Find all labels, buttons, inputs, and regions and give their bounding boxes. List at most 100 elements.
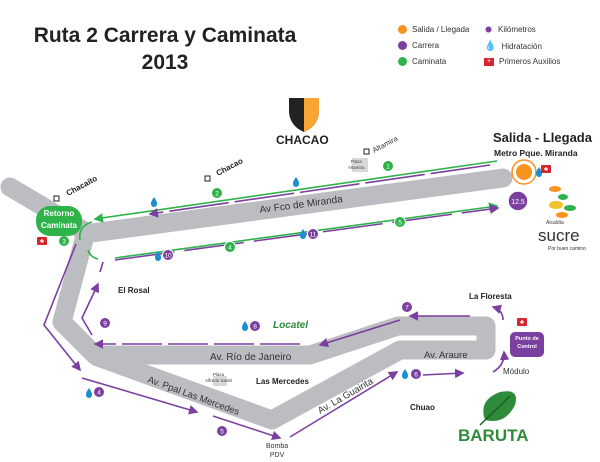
km-label: 9 — [103, 321, 107, 328]
title-line1: Ruta 2 Carrera y Caminata — [33, 24, 297, 47]
km-label: 5 — [398, 220, 402, 227]
legend-label: Kilómetros — [498, 25, 536, 34]
legend-caminata: Caminata — [398, 57, 446, 66]
first-aid-icon — [541, 165, 551, 173]
legend-label: Caminata — [412, 57, 447, 66]
caminata-route — [78, 160, 499, 260]
water-drop-icon — [85, 388, 93, 398]
first-aid-icon: + — [484, 57, 494, 66]
water-drop-icon — [150, 197, 158, 207]
km-marker-purple-8: 8 — [249, 320, 261, 332]
km-label: 2 — [215, 191, 219, 198]
carrera-route — [43, 164, 510, 441]
water-drop-icon — [535, 167, 543, 177]
water-drop-icon — [241, 321, 249, 331]
km-marker-purple-4: 4 — [93, 386, 105, 398]
km-marker-purple-6: 6 — [410, 368, 422, 380]
street-rio: Av. Río de Janeiro — [210, 352, 292, 363]
km-markers: 1 2 3 4 5 10 11 9 8 7 6 5 4 — [58, 160, 422, 437]
start-subtitle: Metro Pque. Miranda — [494, 148, 578, 158]
km-label: 4 — [228, 245, 232, 252]
place-modulo: Módulo — [503, 367, 530, 376]
water-drop-icon: 💧 — [484, 41, 497, 52]
legend-label: Salida / Llegada — [412, 25, 470, 34]
km-label: 6 — [414, 372, 418, 379]
water-drop-icon — [401, 369, 409, 379]
legend-label: Hidratación — [501, 42, 542, 51]
km-marker-total — [507, 190, 529, 212]
start-marker — [514, 162, 534, 182]
km-marker-green-5: 5 — [394, 216, 406, 228]
water-stations — [85, 167, 543, 398]
legend-hidratacion: 💧 Hidratación — [484, 41, 542, 52]
title-line2: 2013 — [141, 51, 189, 74]
plaza-sadel — [213, 376, 227, 386]
km-label: 11 — [310, 232, 317, 239]
water-drop-icon — [154, 251, 162, 261]
purple-dot-icon — [398, 41, 407, 50]
label: Altamira — [348, 165, 365, 170]
first-aid-icon — [517, 318, 527, 326]
place-altamira: Altamira — [371, 134, 400, 155]
retorno-line1: Retorno — [43, 209, 75, 218]
km-label: 1 — [386, 164, 390, 171]
km-label: 5 — [220, 429, 224, 436]
km-marker-green-3: 3 — [58, 235, 70, 247]
km-label: 10 — [164, 253, 172, 260]
place-chuao: Chuao — [410, 403, 435, 412]
retorno-line2: Caminata — [40, 221, 77, 230]
km-label: 3 — [62, 239, 66, 246]
label: Plaza — [212, 372, 225, 377]
metro-icons — [53, 148, 370, 202]
punto-control-line2: Control — [517, 344, 537, 350]
km-label: 4 — [97, 390, 101, 397]
label: Alfredo Sadel — [205, 378, 233, 383]
place-las-mercedes: Las Mercedes — [256, 377, 309, 386]
punto-control-badge: Punto de Control — [510, 332, 544, 357]
km-marker-icon — [484, 25, 493, 34]
label: Bomba — [266, 443, 289, 450]
legend-km: Kilómetros — [484, 25, 536, 34]
km-marker-purple-7: 7 — [401, 301, 413, 313]
place-el-rosal: El Rosal — [118, 286, 150, 295]
legend-carrera: Carrera — [398, 41, 439, 50]
km-label: 8 — [253, 324, 257, 331]
sucre-tag: Por buen camino — [548, 246, 586, 252]
chacao-logo-text: CHACAO — [276, 133, 329, 147]
water-drop-icon — [299, 229, 307, 239]
first-aid-stations — [37, 165, 551, 326]
green-dot-icon — [398, 57, 407, 66]
km-label: 7 — [405, 305, 409, 312]
locatel-logo: Locatel — [273, 320, 309, 331]
label: Plaza — [350, 159, 362, 164]
km-total-label: 12.5 — [511, 199, 525, 206]
sucre-text: sucre — [538, 226, 580, 245]
punto-control-line1: Punto de — [515, 336, 539, 342]
legend-label: Primeros Auxilios — [499, 57, 561, 66]
baruta-logo — [479, 391, 516, 426]
legend-label: Carrera — [412, 41, 440, 50]
road-loop — [52, 229, 496, 430]
page-title: Ruta 2 Carrera y Caminata 2013 — [0, 22, 330, 76]
place-chacaito: Chacaíto — [65, 174, 99, 198]
water-drop-icon — [292, 177, 300, 187]
first-aid-icon — [37, 237, 47, 245]
km-marker-purple-5: 5 — [216, 425, 228, 437]
baruta-text: BARUTA — [458, 426, 529, 445]
chacao-logo — [289, 98, 319, 132]
street-araure: Av. Araure — [424, 350, 467, 361]
label: PDV — [269, 452, 285, 459]
road-av-miranda — [74, 168, 513, 244]
km-marker-green-2: 2 — [211, 187, 223, 199]
km-marker-purple-9: 9 — [99, 317, 111, 329]
sucre-logo — [549, 186, 576, 218]
start-title: Salida - Llegada — [493, 130, 592, 145]
place-la-floresta: La Floresta — [469, 292, 512, 301]
km-marker-purple-10: 10 — [162, 249, 174, 261]
place-chacao: Chacao — [215, 156, 245, 178]
